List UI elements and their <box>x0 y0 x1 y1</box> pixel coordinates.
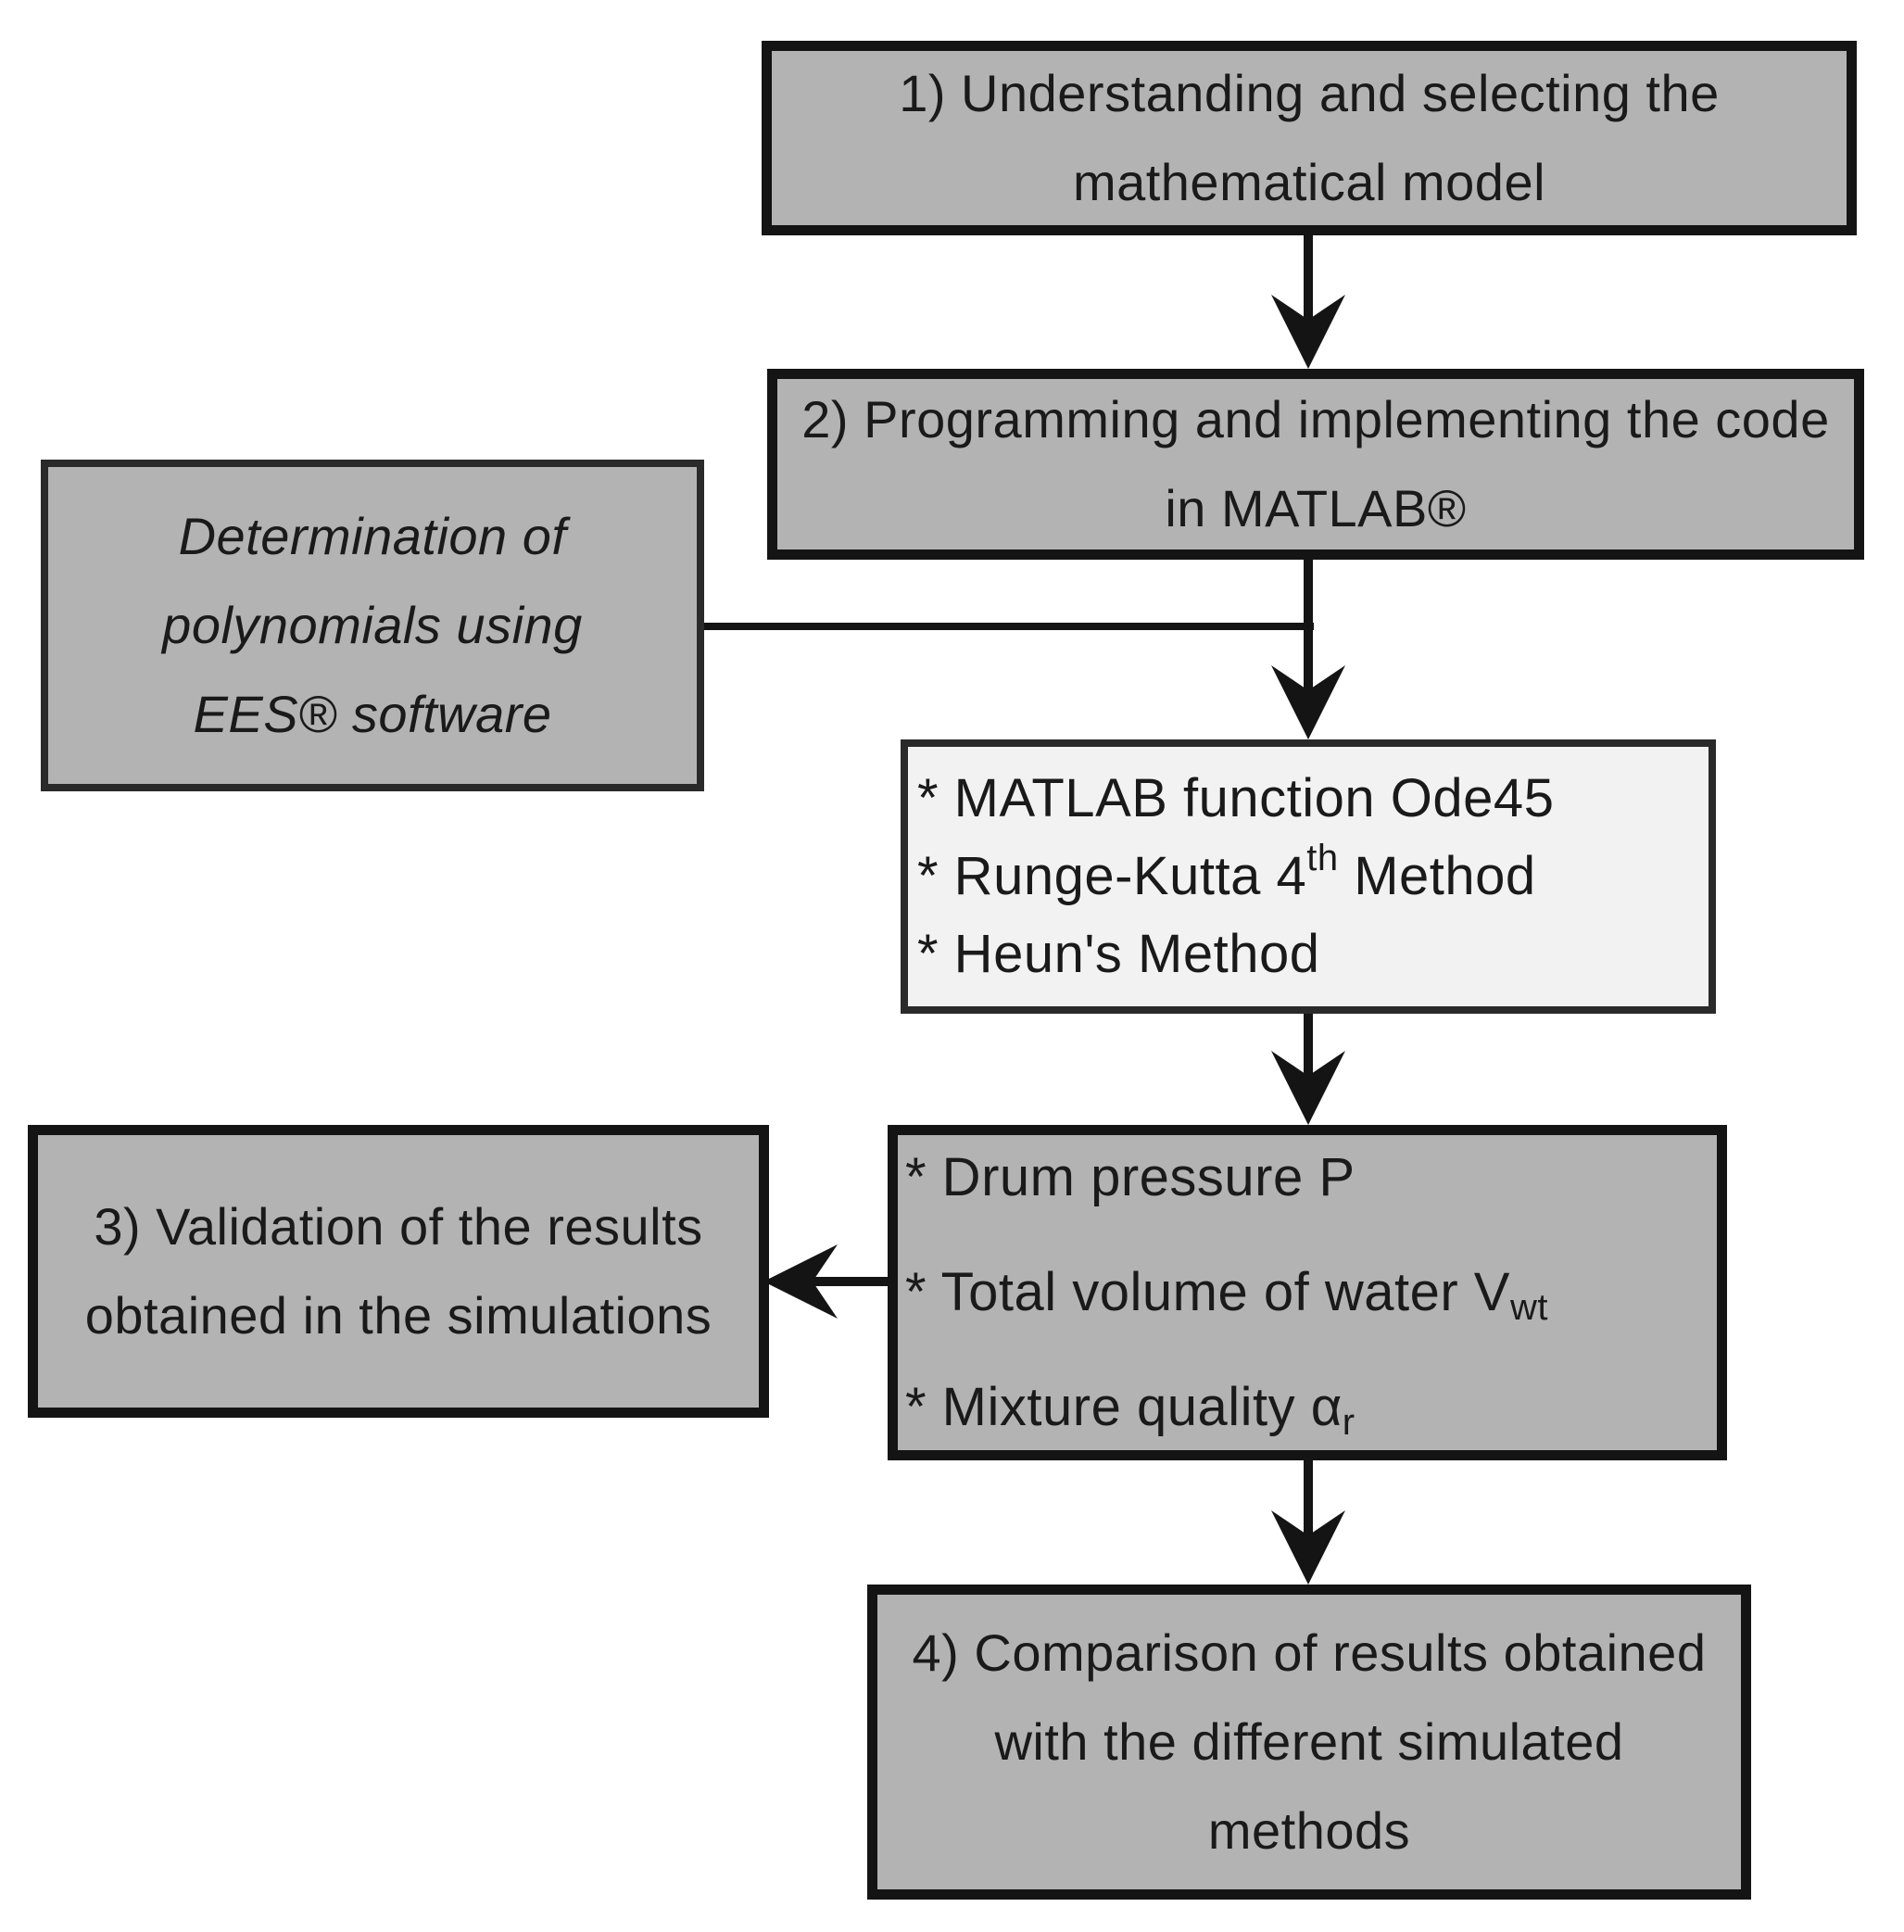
output-volume: * Total volume of water Vwt <box>905 1235 1548 1350</box>
step2-box: 2) Programming and implementing the code… <box>767 369 1864 560</box>
ees-box: Determination of polynomials using EES® … <box>41 460 704 791</box>
step2-label: 2) Programming and implementing the code… <box>801 390 1830 537</box>
step1-box: 1) Understanding and selecting the mathe… <box>762 41 1857 235</box>
method-rk4: * Runge-Kutta 4th Method <box>917 838 1554 915</box>
method-heun: * Heun's Method <box>917 924 1320 984</box>
method-rk4-prefix: * Runge-Kutta 4 <box>917 846 1307 906</box>
output-volume-prefix: * Total volume of water V <box>905 1262 1510 1322</box>
output-pressure: * Drum pressure P <box>905 1147 1355 1207</box>
step3-label: 3) Validation of the results obtained in… <box>84 1197 712 1345</box>
outputs-box: * Drum pressure P * Total volume of wate… <box>888 1125 1727 1460</box>
step4-box: 4) Comparison of results obtained with t… <box>867 1585 1751 1900</box>
method-rk4-suffix: Method <box>1338 846 1536 906</box>
arrowhead-step2-to-methods <box>1271 665 1345 739</box>
method-rk4-sup: th <box>1306 838 1339 878</box>
output-quality-sub: r <box>1342 1402 1355 1443</box>
arrowhead-step1-to-step2 <box>1271 295 1345 369</box>
step4-label: 4) Comparison of results obtained with t… <box>912 1623 1707 1860</box>
methods-list: * MATLAB function Ode45 * Runge-Kutta 4t… <box>908 760 1554 993</box>
method-ode45: * MATLAB function Ode45 <box>917 768 1555 828</box>
arrowhead-methods-to-outputs <box>1271 1051 1345 1125</box>
arrowhead-outputs-to-step3 <box>763 1244 838 1319</box>
methods-box: * MATLAB function Ode45 * Runge-Kutta 4t… <box>901 739 1716 1014</box>
output-quality-prefix: * Mixture quality α <box>905 1377 1343 1437</box>
step3-box: 3) Validation of the results obtained in… <box>28 1125 769 1418</box>
ees-label: Determination of polynomials using EES® … <box>162 507 583 743</box>
step1-label: 1) Understanding and selecting the mathe… <box>899 64 1720 211</box>
outputs-list: * Drum pressure P * Total volume of wate… <box>898 1120 1548 1465</box>
output-volume-sub: wt <box>1509 1287 1548 1328</box>
arrowhead-outputs-to-step4 <box>1271 1510 1345 1585</box>
output-quality: * Mixture quality αr <box>905 1350 1548 1465</box>
